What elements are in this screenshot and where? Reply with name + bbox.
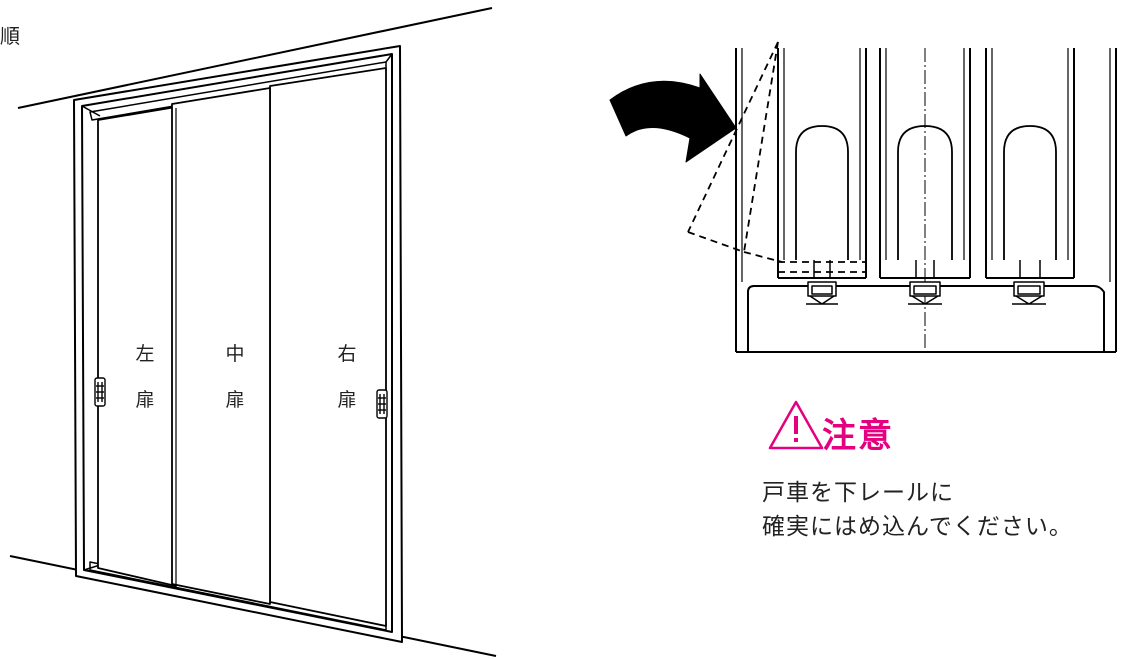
roller-rail-detail: [609, 41, 1117, 353]
ceiling-line: [17, 7, 493, 109]
partial-heading: 順: [0, 24, 20, 48]
caution-note-line-2: 確実にはめ込んでください。: [762, 514, 1073, 540]
caution-title: 注意: [822, 416, 894, 456]
insert-direction-arrow: [609, 73, 737, 163]
warning-triangle-icon: [768, 400, 824, 450]
roller-3: [1012, 281, 1046, 305]
left-door-handle: [94, 377, 106, 407]
left-door-panel: [97, 106, 177, 587]
right-door-panel: [269, 67, 387, 627]
center-door-label-1: 中: [225, 343, 245, 365]
roller-2: [908, 281, 942, 305]
center-door-panel: [171, 87, 271, 605]
left-door-label-1: 左: [135, 343, 155, 365]
tilted-door-outline: [687, 41, 866, 278]
caution-note: 戸車を下レールに 確実にはめ込んでください。: [762, 476, 1073, 544]
caution-note-line-1: 戸車を下レールに: [762, 480, 954, 506]
roller-1: [806, 281, 838, 305]
right-door-handle: [376, 389, 388, 419]
left-door-label-2: 扉: [135, 389, 155, 411]
door-frame-inner: [81, 53, 393, 633]
right-door-label-2: 扉: [337, 389, 357, 411]
right-door-label-1: 右: [337, 343, 357, 365]
center-door-label-2: 扉: [225, 389, 245, 411]
sliding-door-illustration: [9, 7, 497, 657]
